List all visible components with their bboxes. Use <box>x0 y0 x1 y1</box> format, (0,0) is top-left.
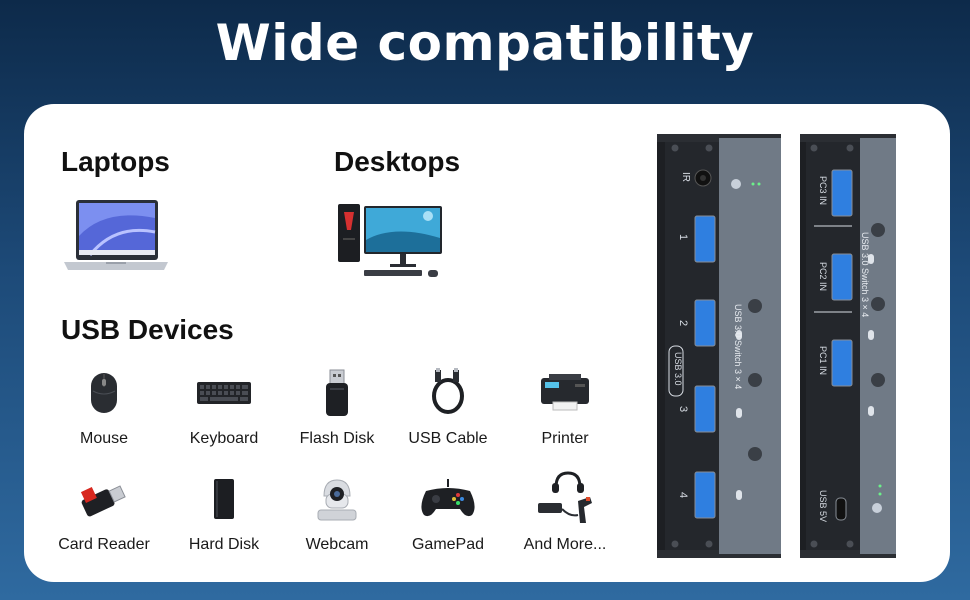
device-webcam: Webcam <box>287 468 387 554</box>
port-label-1: 1 <box>677 234 689 241</box>
device-label: And More... <box>523 536 607 553</box>
flash-disk-icon <box>287 362 387 424</box>
laptops-heading: Laptops <box>61 146 170 177</box>
port-label-2: 2 <box>677 320 689 327</box>
device-flash-disk: Flash Disk <box>287 362 387 448</box>
headset-scanner-icon <box>515 468 615 530</box>
pc3-in-label: PC3 IN <box>818 176 828 206</box>
laptop-image <box>60 196 172 283</box>
usb-badge: USB 3.0 <box>673 352 683 386</box>
device-label: Mouse <box>79 430 129 447</box>
usb-devices-heading: USB Devices <box>61 314 234 345</box>
device-and-more: And More... <box>515 468 615 554</box>
hard-disk-icon <box>174 468 274 530</box>
content-card: Laptops Desktops USB Devices <box>24 104 950 582</box>
device-label: Flash Disk <box>299 430 375 447</box>
card-reader-icon <box>54 468 154 530</box>
gamepad-icon <box>398 468 498 530</box>
desktops-heading: Desktops <box>334 146 461 177</box>
device-keyboard: Keyboard <box>174 362 274 448</box>
device-usb-cable: USB Cable <box>398 362 498 448</box>
headline: Wide compatibility <box>215 14 755 72</box>
device-label: Hard Disk <box>188 536 260 553</box>
port-label-4: 4 <box>677 492 689 499</box>
mouse-icon <box>54 362 154 424</box>
pc2-in-label: PC2 IN <box>818 262 828 292</box>
switch-front-panel: IR USB 3.0 1 2 3 4 USB 3.0 Switch 3 × 4 <box>657 134 781 558</box>
keyboard-icon <box>174 362 274 424</box>
device-label: USB Cable <box>408 430 488 447</box>
usb-cable-icon <box>398 362 498 424</box>
device-hard-disk: Hard Disk <box>174 468 274 554</box>
desktop-image <box>334 200 446 285</box>
device-label: GamePad <box>411 536 485 553</box>
device-card-reader: Card Reader <box>54 468 154 554</box>
device-label: Webcam <box>305 536 369 553</box>
device-printer: Printer <box>515 362 615 448</box>
printer-icon <box>515 362 615 424</box>
device-label: Keyboard <box>189 430 259 447</box>
ir-label: IR <box>680 172 691 182</box>
device-gamepad: GamePad <box>398 468 498 554</box>
pc1-in-label: PC1 IN <box>818 346 828 376</box>
usb-5v-label: USB 5V <box>818 490 828 523</box>
device-label: Card Reader <box>58 536 150 553</box>
switch-back-panel: PC3 IN PC2 IN PC1 IN USB 5V USB 3.0 Swit… <box>800 134 896 558</box>
front-model-label: USB 3.0 Switch 3 × 4 <box>733 304 743 390</box>
port-label-3: 3 <box>677 406 689 413</box>
back-model-label: USB 3.0 Switch 3 × 4 <box>860 232 870 318</box>
device-label: Printer <box>541 430 589 447</box>
device-mouse: Mouse <box>54 362 154 448</box>
webcam-icon <box>287 468 387 530</box>
